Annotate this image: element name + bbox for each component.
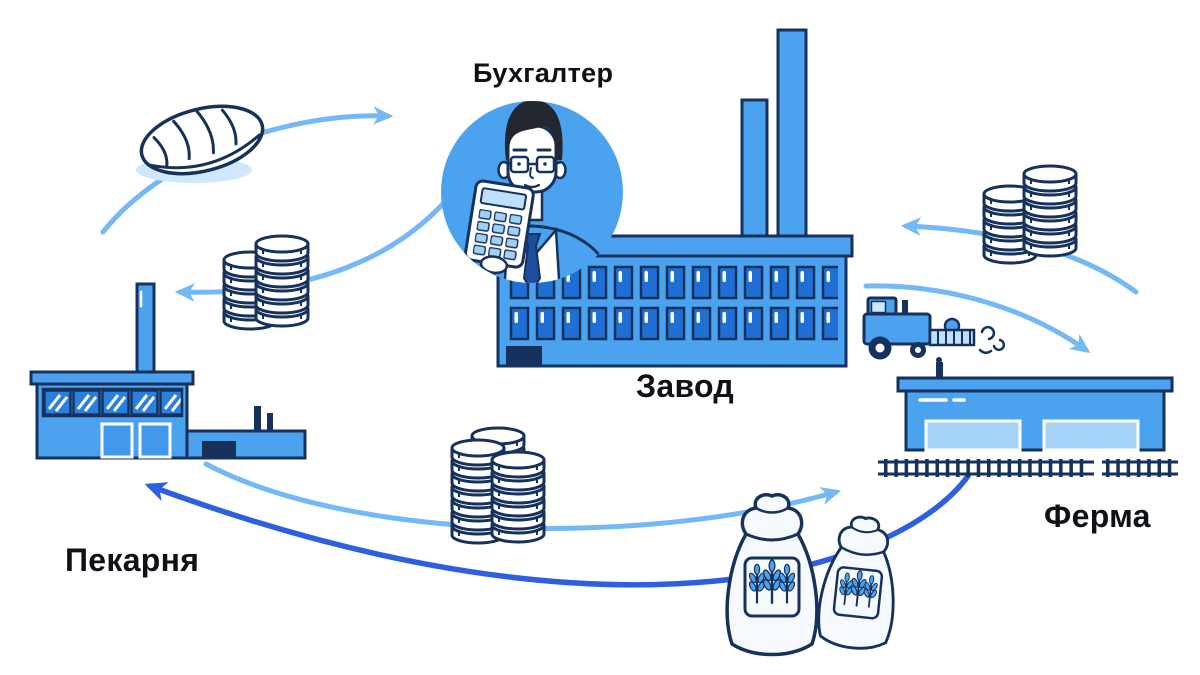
dust-swirl bbox=[978, 325, 1006, 354]
bakery-icon bbox=[29, 282, 307, 460]
arrow-factory-to-farm bbox=[863, 283, 1091, 354]
bakery-windows bbox=[41, 387, 184, 418]
coins-stack-factory bbox=[982, 164, 1078, 265]
accountant-avatar-icon bbox=[441, 101, 623, 283]
factory-chimney-tall bbox=[776, 28, 808, 242]
bakery-label: Пекарня bbox=[65, 542, 200, 578]
bakery-annex-door bbox=[202, 441, 236, 458]
arrow-accountant-to-bakery bbox=[174, 187, 458, 302]
bakery-vent-1 bbox=[254, 406, 261, 434]
factory-door bbox=[506, 346, 542, 366]
glasses-icon bbox=[503, 155, 562, 174]
calculator-icon bbox=[463, 179, 535, 275]
bakery-door-right bbox=[138, 422, 172, 459]
farm-icon bbox=[896, 357, 1174, 452]
bakery-chimney bbox=[135, 282, 156, 386]
hair bbox=[504, 101, 563, 160]
bakery-roof bbox=[29, 370, 195, 386]
grain-sacks bbox=[727, 495, 902, 655]
accountant-label: Бухгалтер bbox=[473, 58, 614, 88]
coins-stack-bakery bbox=[222, 234, 310, 331]
combine-harvester-icon bbox=[862, 296, 1006, 360]
farm-door-left bbox=[924, 419, 1022, 452]
farm-label: Ферма bbox=[1044, 498, 1151, 534]
tie bbox=[522, 233, 542, 283]
arrow-farm-to-bakery bbox=[144, 473, 971, 588]
face bbox=[506, 124, 558, 194]
combine-header bbox=[928, 328, 976, 347]
farm-door-right bbox=[1042, 419, 1140, 452]
bakery-vent-2 bbox=[267, 413, 273, 434]
bread-icon bbox=[136, 104, 265, 183]
farm-pipe bbox=[936, 362, 943, 382]
hand bbox=[479, 255, 509, 275]
farm-roof bbox=[896, 376, 1174, 393]
calculator-buttons bbox=[472, 208, 524, 262]
factory-chimney-short bbox=[740, 98, 769, 242]
factory-label: Завод bbox=[636, 368, 735, 404]
fence-icon bbox=[878, 459, 1178, 477]
calculator-screen bbox=[479, 187, 527, 211]
grain-sack-icon bbox=[727, 495, 817, 655]
bakery-door-left bbox=[100, 422, 134, 459]
coins-stack-center bbox=[450, 426, 546, 545]
